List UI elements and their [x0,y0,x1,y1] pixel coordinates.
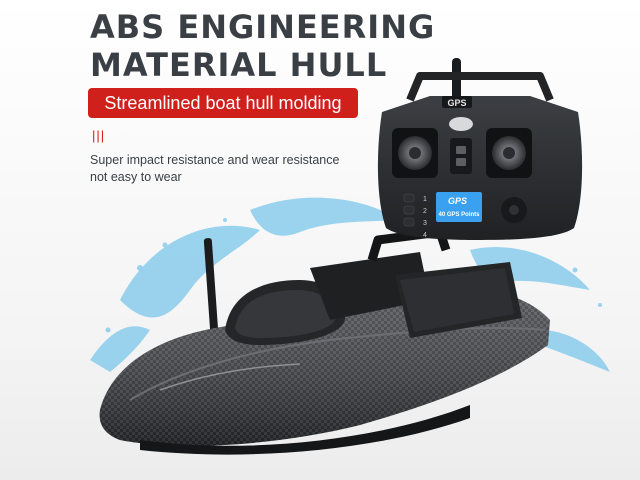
remote-screen-title: GPS [448,196,467,206]
remote-button-2: 2 [423,208,427,215]
headline-line-2: MATERIAL HULL [90,46,388,84]
remote-button-1: 1 [423,196,427,203]
remote-button-3: 3 [423,220,427,227]
feature-description: Super impact resistance and wear resista… [90,152,370,186]
remote-brand-label: GPS [447,98,466,108]
remote-button-4: 4 [423,232,427,239]
description-line-2: not easy to wear [90,170,182,184]
remote-control-illustration: GPS 1 2 3 4 GPS 40 GPS Points [377,58,583,240]
bait-boat-illustration [99,227,550,455]
feature-banner: Streamlined boat hull molding [88,88,358,118]
description-line-1: Super impact resistance and wear resista… [90,153,340,167]
headline-line-1: ABS ENGINEERING [90,8,436,46]
remote-screen-subtitle: 40 GPS Points [438,212,480,218]
section-marker: ||| [92,128,106,143]
remote-screen [436,192,482,222]
headline: ABS ENGINEERING MATERIAL HULL [90,8,436,84]
